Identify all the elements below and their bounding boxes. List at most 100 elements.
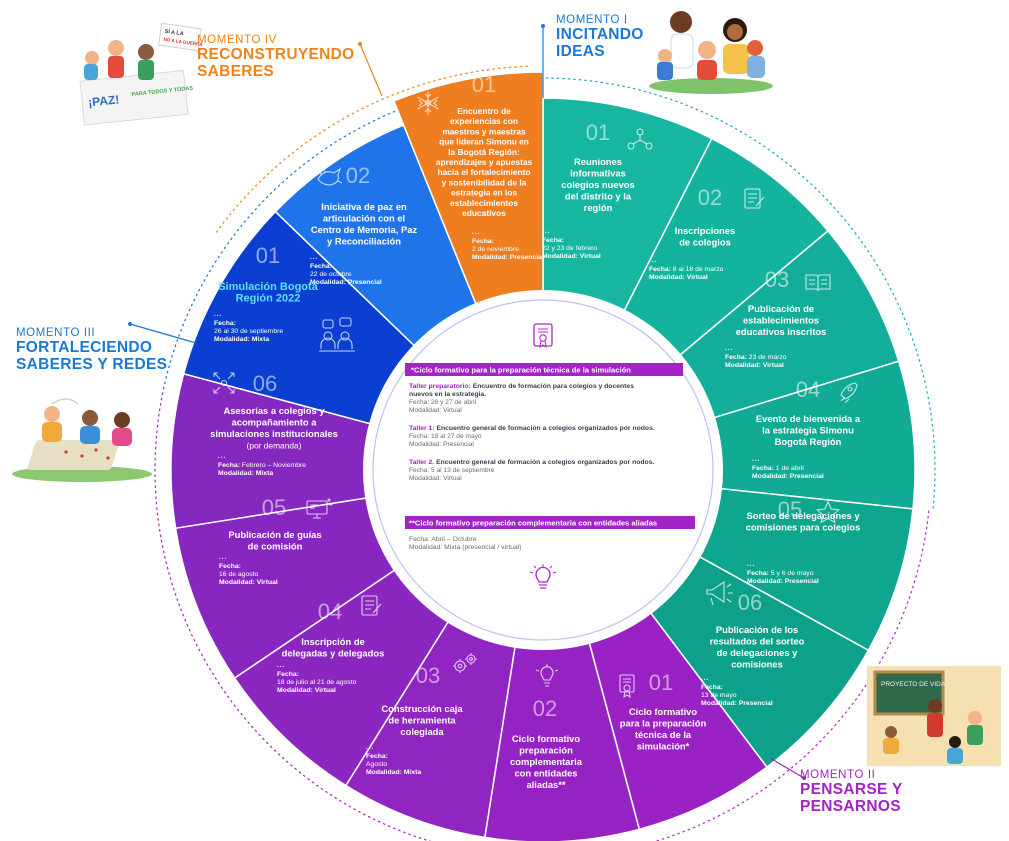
segment-title-m1-01-3: del distrito y la [565, 191, 632, 202]
certificate-icon [619, 674, 635, 699]
segment-number-m1-02: 02 [698, 185, 722, 210]
wheel-segments [170, 71, 916, 841]
center-item-0: Taller preparatorio: Encuentro de formac… [409, 383, 634, 390]
segment-title-m1-01-1: informativas [570, 168, 626, 179]
segment-modalidad-m2-05: Modalidad: Virtual [219, 579, 278, 586]
segment-title-m4-01-10: educativos [462, 208, 506, 218]
segment-fecha-label-m2-04: Fecha: [277, 671, 299, 678]
segment-title-m2-03-2: colegiada [400, 726, 444, 737]
dashed-arc-1 [654, 510, 930, 841]
segment-fecha-label-m2-05: Fecha: [219, 563, 241, 570]
dashed-outer-ring [154, 65, 936, 841]
segment-fecha-m4-01: 2 de noviembre [472, 246, 519, 253]
segment-modalidad-m1-05: Modalidad: Presencial [747, 578, 819, 585]
segment-title-m3-01-0: Simulación Bogotá [218, 281, 319, 293]
segment-modalidad-m2-03: Modalidad: Mixta [366, 769, 421, 776]
center-item-2: Taller 2. Encuentro general de formación… [409, 459, 654, 466]
form-icon [744, 188, 765, 209]
segment-fecha-label-m4-01: Fecha: [472, 238, 494, 245]
lightbulb-icon [535, 664, 559, 687]
segment-number-m1-01: 01 [586, 120, 610, 145]
segment-fecha-m2-06: Fecha: Febrero – Noviembre [218, 462, 306, 469]
segment-title-m1-04-0: Evento de bienvenida a [756, 413, 861, 424]
snowflake-icon [417, 91, 439, 115]
segment-number-m1-03: 03 [765, 267, 789, 292]
moment-i-kicker: MOMENTO I [556, 14, 628, 26]
center-lightbulb-icon [529, 564, 557, 589]
segment-title-m3-02-3: y Reconciliación [327, 236, 401, 247]
moment-iii-title-2: SABERES Y REDES [16, 356, 168, 373]
segment-title-m4-01-0: Encuentro de [457, 106, 511, 116]
segment-fecha-m1-02: Fecha: 8 al 18 de marzo [649, 266, 724, 273]
gears-icon [453, 653, 477, 673]
segment-fecha-m3-02: 22 de octubre [310, 271, 352, 278]
segment-dots-m1-02: • • • [649, 259, 657, 264]
segment-title-m4-01-2: maestros y maestras [442, 126, 526, 136]
segment-fecha-m2-03: Agosto [366, 761, 387, 768]
segment-title-m2-06-0: Asesorías a colegios y [223, 405, 325, 416]
moment-ii-label: MOMENTO II PENSARSE Y PENSARNOS [800, 769, 903, 815]
segment-title-m1-06-2: de delegaciones y [717, 647, 799, 658]
segment-number-m2-06: 06 [253, 371, 277, 396]
megaphone-icon [706, 580, 733, 606]
segment-title-m4-01-3: que lideran Simonu en [439, 137, 529, 147]
segment-title-m2-04-1: delegadas y delegados [282, 648, 385, 659]
segment-fecha-m1-05: Fecha: 5 y 6 de mayo [747, 570, 814, 577]
segment-title-m1-02-0: Inscripciones [675, 225, 735, 236]
segment-title-m1-05-1: comisiones para colegios [746, 522, 861, 533]
moment-pointers [128, 24, 806, 780]
segment-fecha-m2-05: 16 de agosto [219, 571, 259, 578]
monitor-icon [306, 498, 333, 519]
segment-title-m1-01-0: Reuniones [574, 156, 622, 167]
board-text: PROYECTO DE VIDA [881, 681, 946, 688]
segment-fecha-m1-01: 22 y 23 de febrero [542, 245, 597, 252]
segment-dots-m1-04: • • • [752, 458, 760, 463]
form-icon [361, 595, 382, 616]
moment-ii-kicker: MOMENTO II [800, 769, 876, 781]
sign-paz: ¡PAZ! [88, 92, 120, 109]
segment-modalidad-m4-01: Modalidad: Presencial [472, 254, 544, 261]
segment-number-m2-04: 04 [318, 599, 342, 624]
center-box2-title: **Ciclo formativo preparación complement… [409, 519, 657, 528]
center-item-0-modalidad: Modalidad: Virtual [409, 407, 462, 414]
segment-fecha-label-m3-01: Fecha: [214, 320, 236, 327]
moment-iv-label: MOMENTO IV RECONSTRUYENDO SABERES [197, 34, 355, 80]
segment-title-m4-01-4: la Bogotá Región: [448, 147, 520, 157]
segment-title-m2-06-2: simulaciones institucionales [210, 428, 338, 439]
segment-modalidad-m2-06: Modalidad: Mixta [218, 470, 273, 477]
segment-number-m2-03: 03 [416, 663, 440, 688]
segment-title-m1-05-0: Sorteo de delegaciones y [746, 510, 860, 521]
center-item-0-cont: nuevos en la estrategia. [409, 391, 486, 398]
center-item-2-fecha: Fecha: 5 al 13 de septiembre [409, 467, 495, 474]
segment-fecha-m1-06: 13 de mayo [701, 692, 737, 699]
protest-illustration: ¡PAZ! PARA TODOS Y TODAS SÍ A LA NO A LA… [79, 22, 204, 126]
moment-i-title-1: INCITANDO [556, 26, 644, 43]
dashed-arc-3 [162, 109, 398, 390]
segment-fecha-m1-03: Fecha: 23 de marzo [725, 354, 787, 361]
segment-title-m4-01-9: establecimientos [450, 198, 518, 208]
center-certificate-icon [533, 323, 553, 349]
center-box1-banner [405, 363, 683, 376]
segment-dots-m2-06: • • • [218, 455, 226, 460]
segment-fecha-m3-01: 26 al 30 de septiembre [214, 328, 283, 335]
segment-fecha-label-m1-06: Fecha: [701, 684, 723, 691]
moment-ii-title-1: PENSARSE Y [800, 781, 903, 798]
star-icon [815, 500, 841, 524]
segment-title-m1-04-1: la estrategia Simonu [762, 425, 854, 436]
kids-map-illustration [12, 398, 152, 482]
arrows-icon [213, 372, 235, 394]
segment-title-m2-02-3: con entidades [514, 768, 577, 779]
moment-iii-title-1: FORTALECIENDO [16, 339, 153, 356]
segment-title-m2-04-0: Inscripción de [301, 636, 365, 647]
segment-title-m2-01-0: Ciclo formativo [629, 706, 698, 717]
segment-dots-m1-01: • • • [542, 230, 550, 235]
segment-fecha-m1-04: Fecha: 1 de abril [752, 465, 804, 472]
segment-dots-m3-02: • • • [310, 256, 318, 261]
